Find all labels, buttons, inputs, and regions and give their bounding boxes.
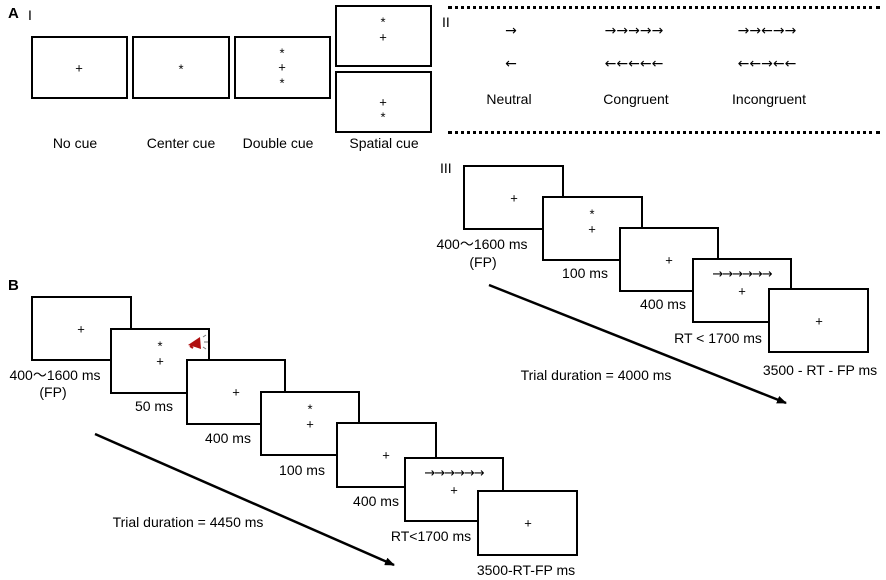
a-fp-duration: 400～1600 ms xyxy=(436,236,528,252)
spatial-cue-screen-top: * + xyxy=(335,5,432,67)
flanker-label-congruent: Congruent xyxy=(603,91,669,107)
flanker-target-arrows: →→→→→→ xyxy=(424,466,484,481)
neutral-left-arrows: ← xyxy=(505,56,517,72)
b-rest-duration: 3500-RT-FP ms xyxy=(476,562,576,578)
timeline-arrow-a xyxy=(488,283,787,405)
a-trial-duration: Trial duration = 4000 ms xyxy=(520,367,672,383)
fixation-cross: + xyxy=(232,384,240,400)
a-rest-duration: 3500 - RT - FP ms xyxy=(762,362,878,378)
fixation-cross: + xyxy=(450,482,458,498)
fixation-cross: + xyxy=(510,190,518,206)
fixation-cross: + xyxy=(382,447,390,463)
a-fp-abbr: (FP) xyxy=(469,254,497,270)
cue-label-center-cue: Center cue xyxy=(146,135,216,151)
b-cue-duration: 100 ms xyxy=(279,462,325,478)
double-cue-screen: * + * xyxy=(234,36,331,99)
congruent-left-arrows: ←←←←← xyxy=(604,56,664,72)
a-rt-duration: RT < 1700 ms xyxy=(674,330,762,346)
cue-asterisk: * xyxy=(380,109,386,125)
cue-asterisk: * xyxy=(178,61,184,77)
congruent-right-arrows: →→→→→ xyxy=(604,23,664,39)
fixation-cross: + xyxy=(524,515,532,531)
dotted-divider-bottom xyxy=(448,131,880,134)
cue-asterisk: * xyxy=(589,206,595,222)
cue-asterisk: * xyxy=(157,338,163,354)
b-fp-abbr: (FP) xyxy=(39,384,67,400)
timeline-arrow-b xyxy=(94,432,395,567)
fixation-cross: + xyxy=(278,59,286,75)
flanker-label-incongruent: Incongruent xyxy=(732,91,806,107)
fixation-cross: + xyxy=(738,283,746,299)
fixation-cross: + xyxy=(588,221,596,237)
cue-label-double-cue: Double cue xyxy=(242,135,314,151)
cue-asterisk: * xyxy=(279,75,285,91)
spatial-cue-screen-bottom: + * xyxy=(335,71,432,133)
cue-asterisk: * xyxy=(380,14,386,30)
section-i-label: I xyxy=(28,7,32,23)
cue-label-spatial-cue: Spatial cue xyxy=(349,135,419,151)
fixation-cross: + xyxy=(75,60,83,76)
b-rest-screen: + xyxy=(477,490,578,556)
cue-asterisk: * xyxy=(279,45,285,61)
center-cue-screen: * xyxy=(132,36,230,99)
incongruent-left-arrows: ←←→←← xyxy=(737,56,797,72)
flanker-target-arrows: →→→→→→ xyxy=(712,267,772,282)
section-iii-label: III xyxy=(440,160,452,176)
b-sound-duration: 50 ms xyxy=(134,398,174,414)
b-trial-duration: Trial duration = 4450 ms xyxy=(112,514,264,530)
no-cue-screen: + xyxy=(31,36,128,99)
section-ii-label: II xyxy=(442,14,450,30)
dotted-divider-top xyxy=(448,6,880,9)
fixation-cross: + xyxy=(815,313,823,329)
fixation-cross: + xyxy=(77,321,85,337)
speaker-icon xyxy=(188,334,208,350)
cue-label-no-cue: No cue xyxy=(52,135,98,151)
a-cue-duration: 100 ms xyxy=(562,265,608,281)
a-isi-duration: 400 ms xyxy=(640,296,686,312)
b-rt-duration: RT<1700 ms xyxy=(390,528,472,544)
a-rest-screen: + xyxy=(768,288,869,353)
cue-asterisk: * xyxy=(307,401,313,417)
fixation-cross: + xyxy=(306,416,314,432)
panel-a-label: A xyxy=(8,5,19,22)
fixation-cross: + xyxy=(156,353,164,369)
panel-b-label: B xyxy=(8,277,19,294)
flanker-label-neutral: Neutral xyxy=(486,91,532,107)
neutral-right-arrows: → xyxy=(505,23,517,39)
b-fp-duration: 400～1600 ms xyxy=(9,367,101,383)
b-isi1-duration: 400 ms xyxy=(205,430,251,446)
fixation-cross: + xyxy=(665,252,673,268)
b-isi2-duration: 400 ms xyxy=(353,493,399,509)
fixation-cross: + xyxy=(379,29,387,45)
fixation-cross: + xyxy=(379,94,387,110)
incongruent-right-arrows: →→←→→ xyxy=(737,23,797,39)
